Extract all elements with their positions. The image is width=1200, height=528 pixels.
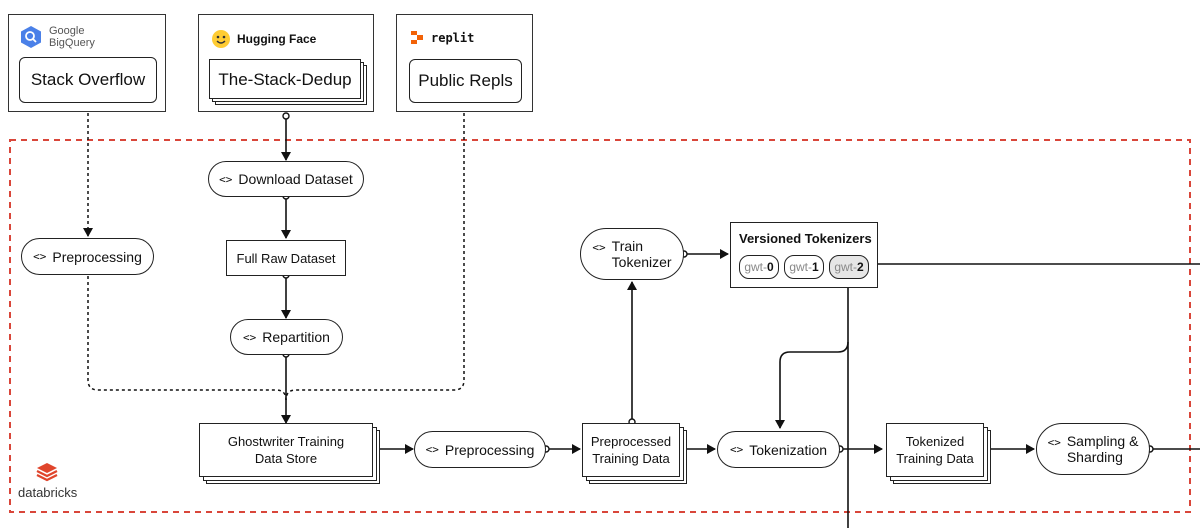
databricks-icon: [36, 463, 58, 482]
code-icon: <>: [425, 443, 439, 456]
databricks-text: databricks: [18, 485, 78, 500]
download-dataset-label: Download Dataset: [238, 171, 353, 187]
preprocessing-left-label: Preprocessing: [52, 248, 142, 265]
train-tokenizer-label: Train Tokenizer: [611, 238, 672, 270]
preprocessing-left-node: <> Preprocessing: [21, 238, 154, 275]
full-raw-dataset-node: Full Raw Dataset: [226, 240, 346, 276]
databricks-boundary: [9, 139, 1191, 513]
tokenizer-gwt-1[interactable]: gwt-1: [784, 255, 824, 279]
preprocessed-data-label: Preprocessed Training Data: [590, 434, 672, 466]
stack-overflow-box: Stack Overflow: [19, 57, 157, 103]
tokenization-label: Tokenization: [749, 441, 828, 458]
databricks-brand: databricks: [18, 462, 77, 500]
replit-icon: [411, 31, 423, 44]
bigquery-brand-text: Google BigQuery: [49, 25, 95, 49]
tokenizer-prefix: gwt-: [744, 260, 767, 274]
the-stack-dedup-box: The-Stack-Dedup: [209, 59, 361, 99]
code-icon: <>: [33, 250, 47, 263]
tokenizer-gwt-2[interactable]: gwt-2: [829, 255, 869, 279]
replit-brand-text: replit: [431, 31, 475, 45]
replit-source-card: replit Public Repls: [396, 14, 533, 112]
huggingface-icon: [212, 30, 230, 48]
ghostwriter-store-node: Ghostwriter Training Data Store: [199, 423, 373, 477]
preprocessed-data-node: Preprocessed Training Data: [582, 423, 680, 477]
huggingface-source-card: Hugging Face The-Stack-Dedup: [198, 14, 374, 112]
versioned-tokenizers-node: Versioned Tokenizers gwt-0 gwt-1 gwt-2: [730, 222, 878, 288]
tokenizer-prefix: gwt-: [789, 260, 812, 274]
sampling-sharding-label: Sampling & Sharding: [1066, 433, 1139, 465]
train-tokenizer-node: <> Train Tokenizer: [580, 228, 684, 280]
preprocessing-mid-node: <> Preprocessing: [414, 431, 546, 468]
code-icon: <>: [729, 443, 744, 456]
ghostwriter-store-label: Ghostwriter Training Data Store: [227, 434, 345, 466]
huggingface-brand: Hugging Face: [211, 29, 316, 49]
repartition-label: Repartition: [262, 329, 330, 345]
bigquery-brand: Google BigQuery: [19, 25, 95, 49]
tokenizer-num: 0: [766, 260, 774, 274]
code-icon: <>: [219, 172, 233, 186]
tokenizer-num: 1: [811, 260, 819, 274]
tokenized-data-node: Tokenized Training Data: [886, 423, 984, 477]
versioned-tokenizers-title: Versioned Tokenizers: [739, 231, 872, 246]
sampling-sharding-node: <> Sampling & Sharding: [1036, 423, 1150, 475]
full-raw-dataset-label: Full Raw Dataset: [236, 250, 336, 266]
huggingface-brand-text: Hugging Face: [237, 32, 317, 46]
public-repls-box: Public Repls: [409, 59, 522, 103]
bigquery-source-card: Google BigQuery Stack Overflow: [8, 14, 166, 112]
repartition-node: <> Repartition: [230, 319, 343, 355]
replit-brand: replit: [411, 31, 474, 45]
stack-overflow-label: Stack Overflow: [30, 70, 146, 89]
the-stack-dedup-label: The-Stack-Dedup: [218, 69, 352, 89]
code-icon: <>: [1047, 436, 1061, 449]
public-repls-label: Public Repls: [418, 71, 513, 90]
code-icon: <>: [592, 241, 606, 254]
tokenizer-num: 2: [856, 260, 864, 274]
preprocessing-mid-label: Preprocessing: [444, 441, 535, 458]
tokenized-data-label: Tokenized Training Data: [896, 434, 974, 466]
code-icon: <>: [243, 330, 257, 344]
download-dataset-node: <> Download Dataset: [208, 161, 364, 197]
tokenization-node: <> Tokenization: [717, 431, 840, 468]
bigquery-icon: [21, 26, 41, 48]
tokenizer-gwt-0[interactable]: gwt-0: [739, 255, 779, 279]
tokenizer-prefix: gwt-: [834, 260, 857, 274]
